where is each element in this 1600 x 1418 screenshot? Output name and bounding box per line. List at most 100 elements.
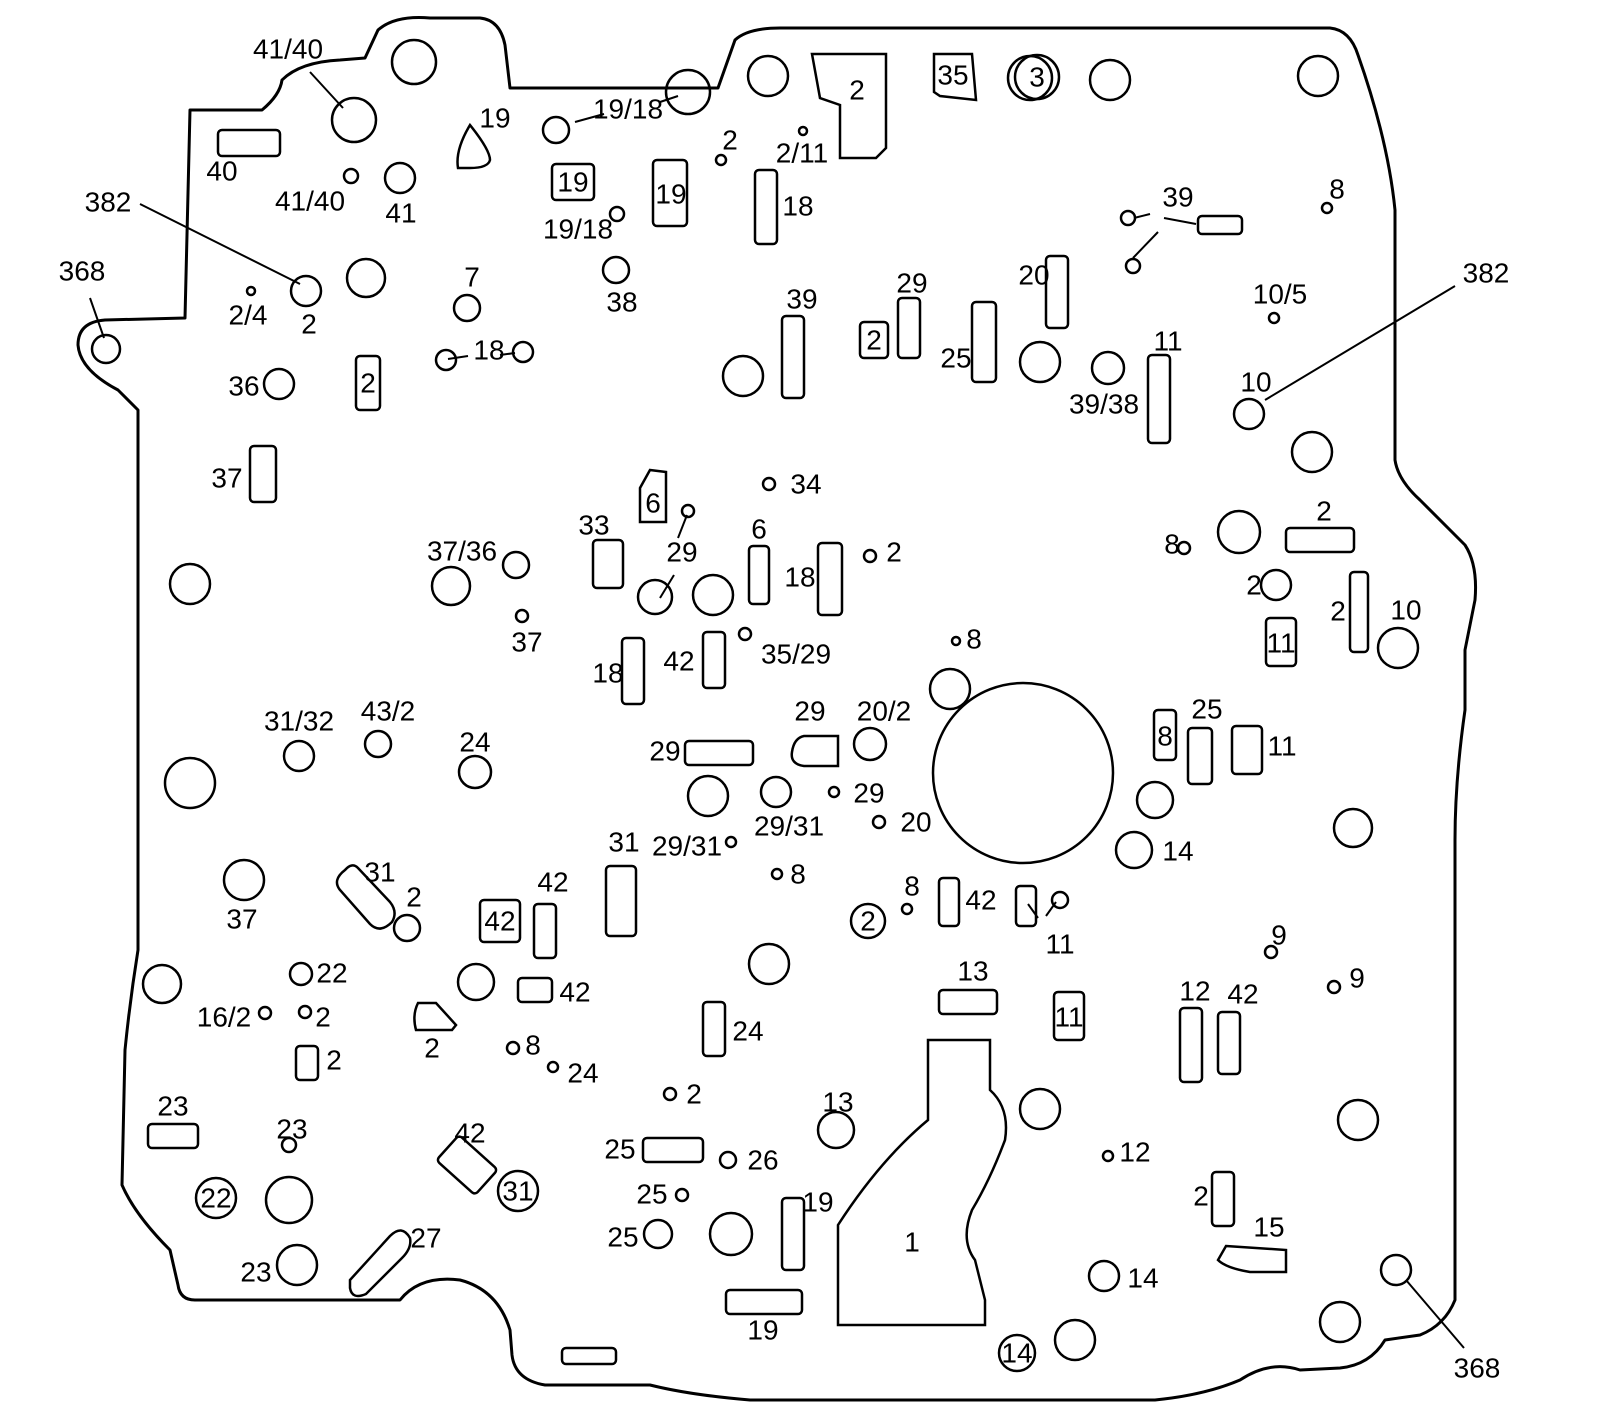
label: 20 [1018, 260, 1049, 291]
label: 8 [790, 859, 806, 890]
label: 24 [459, 727, 490, 758]
label: 10 [1390, 595, 1421, 626]
label: 25 [604, 1134, 635, 1165]
label: 15 [1253, 1212, 1284, 1243]
label: 2 [686, 1079, 702, 1110]
label: 26 [747, 1145, 778, 1176]
label: 39 [786, 284, 817, 315]
label: 29/31 [652, 831, 722, 862]
label: 18 [473, 335, 504, 366]
label: 42 [454, 1118, 485, 1149]
label: 39 [1162, 182, 1193, 213]
label: 25 [1191, 694, 1222, 725]
label: 29 [649, 736, 680, 767]
label: 24 [732, 1016, 763, 1047]
label: 18 [782, 191, 813, 222]
label: 35 [937, 60, 968, 91]
boxed-labels [354, 158, 1298, 1042]
label: 29 [853, 778, 884, 809]
label: 42 [484, 906, 515, 937]
label: 19 [655, 179, 686, 210]
plate-outline [76, 16, 1477, 1402]
label: 16/2 [197, 1002, 252, 1033]
label: 19 [802, 1187, 833, 1218]
label: 2 [1316, 496, 1332, 527]
label: 42 [663, 646, 694, 677]
label: 19 [747, 1315, 778, 1346]
label: 41/40 [275, 186, 345, 217]
orifice-dots [245, 125, 1342, 1203]
label: 42 [965, 885, 996, 916]
label: 39/38 [1069, 389, 1139, 420]
label: 9 [1349, 963, 1365, 994]
label: 2 [1246, 570, 1262, 601]
label: 37 [211, 463, 242, 494]
label: 2 [886, 537, 902, 568]
label: 2 [722, 125, 738, 156]
label: 37 [226, 904, 257, 935]
label: 22 [316, 958, 347, 989]
label: 23 [157, 1091, 188, 1122]
label: 382 [1463, 258, 1510, 289]
label: 20/2 [857, 696, 912, 727]
leader-lines [89, 71, 1465, 1349]
label: 1 [904, 1227, 920, 1258]
label: 7 [464, 262, 480, 293]
label: 29 [896, 268, 927, 299]
label: 13 [822, 1087, 853, 1118]
label: 11 [1153, 326, 1182, 357]
label: 8 [1329, 174, 1345, 205]
label: 8 [525, 1030, 541, 1061]
label: 2 [315, 1002, 331, 1033]
label: 12 [1119, 1137, 1150, 1168]
label: 29/31 [754, 811, 824, 842]
label: 34 [790, 469, 821, 500]
label: 37/36 [427, 536, 497, 567]
label: 20 [900, 807, 931, 838]
label: 41 [385, 198, 416, 229]
label: 13 [957, 956, 988, 987]
label: 22 [200, 1183, 231, 1214]
label: 23 [276, 1114, 307, 1145]
label: 9 [1271, 920, 1287, 951]
port-circles [90, 38, 1420, 1362]
label: 2 [849, 75, 865, 106]
label: 11 [1267, 731, 1296, 762]
label: 14 [1162, 836, 1193, 867]
label: 42 [537, 867, 568, 898]
label: 11 [1266, 628, 1295, 659]
label: 41/40 [253, 34, 323, 65]
label: 27 [410, 1223, 441, 1254]
label: 382 [85, 187, 132, 218]
pocket-1 [836, 1038, 1008, 1327]
label: 6 [751, 514, 767, 545]
label: 6 [645, 488, 661, 519]
label: 14 [1127, 1263, 1158, 1294]
label: 25 [607, 1222, 638, 1253]
label: 19 [479, 103, 510, 134]
label: 2 [360, 368, 376, 399]
label: 31 [364, 857, 395, 888]
label: 2 [860, 906, 876, 937]
label: 2 [1193, 1181, 1209, 1212]
label: 19/18 [543, 214, 613, 245]
part-labels: 41/40 19 19/18 2 35 3 40 41/40 41 2 2/11… [59, 34, 1510, 1384]
label: 25 [636, 1179, 667, 1210]
label: 368 [59, 256, 106, 287]
label: 23 [240, 1257, 271, 1288]
label: 8 [1157, 721, 1173, 752]
label: 43/2 [361, 696, 416, 727]
label: 31/32 [264, 706, 334, 737]
label: 18 [592, 658, 623, 689]
label: 2 [301, 309, 317, 340]
label: 12 [1179, 976, 1210, 1007]
slots [146, 128, 1370, 1366]
label: 19 [557, 167, 588, 198]
label: 31 [608, 827, 639, 858]
label: 25 [940, 343, 971, 374]
label: 2 [866, 325, 882, 356]
label: 2 [406, 882, 422, 913]
label: 42 [1227, 979, 1258, 1010]
label: 3 [1029, 62, 1045, 93]
